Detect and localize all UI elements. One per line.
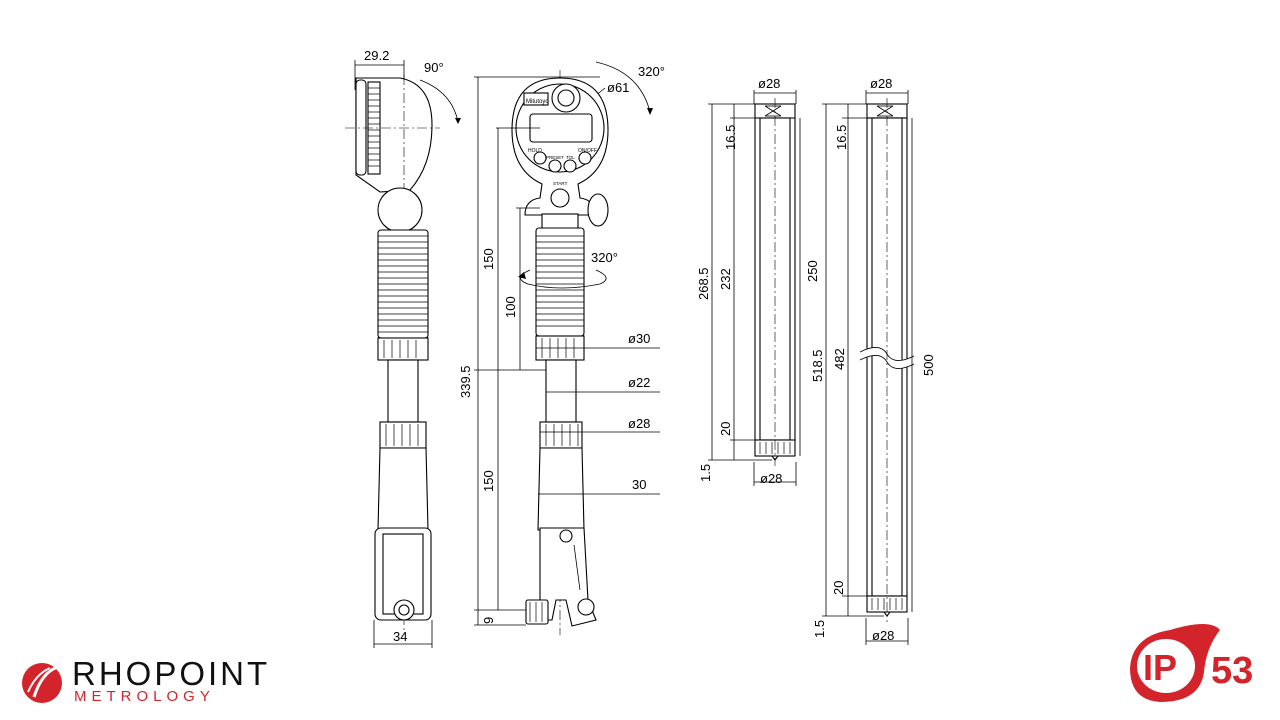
rod-short: ø28 ø28 16.5 268.5 232 250 20 1.5 bbox=[696, 76, 820, 486]
rod-short-h-inner: 232 bbox=[718, 268, 733, 290]
ip-value: 53 bbox=[1211, 650, 1253, 692]
rod-short-h-250: 250 bbox=[805, 260, 820, 282]
rod-long-d-bottom: ø28 bbox=[872, 628, 894, 643]
height-upper-label: 150 bbox=[481, 248, 496, 270]
rotation-top-label: 320° bbox=[638, 64, 665, 79]
rod-short-h-cap: 16.5 bbox=[723, 125, 738, 150]
brand-subtitle: METROLOGY bbox=[74, 688, 215, 705]
rotation-mid-label: 320° bbox=[591, 250, 618, 265]
hold-button bbox=[533, 151, 547, 165]
rod-short-d-bottom: ø28 bbox=[760, 471, 782, 486]
rod-short-h-total: 268.5 bbox=[696, 267, 711, 300]
rod-short-h-1-5: 1.5 bbox=[698, 464, 713, 482]
d28-label: ø28 bbox=[628, 416, 650, 431]
foot-label: 9 bbox=[481, 617, 496, 624]
tol-button bbox=[563, 159, 577, 173]
preset-button bbox=[548, 159, 562, 173]
front-view: 320° ø61 Mitutoyo HOLD ON/OFF PRESET TOL… bbox=[458, 61, 665, 635]
brand-name: RHOPOINT bbox=[72, 655, 270, 692]
dial-tol-label: TOL bbox=[566, 155, 575, 160]
height-lower-label: 150 bbox=[481, 470, 496, 492]
rhopoint-logo-mark bbox=[22, 663, 62, 703]
w30-label: 30 bbox=[632, 477, 646, 492]
side-width-top: 29.2 bbox=[364, 48, 389, 63]
start-button bbox=[550, 188, 570, 208]
rod-long: ø28 ø28 16.5 518.5 482 500 20 1.5 bbox=[810, 76, 936, 645]
rod-long-h-cap: 16.5 bbox=[834, 125, 849, 150]
rod-long-h-inner: 482 bbox=[832, 348, 847, 370]
d30-label: ø30 bbox=[628, 331, 650, 346]
dial-diameter-label: ø61 bbox=[607, 80, 629, 95]
dial-hold-label: HOLD bbox=[528, 148, 542, 154]
side-angle-label: 90° bbox=[424, 60, 444, 75]
ip-prefix: IP bbox=[1143, 647, 1177, 688]
side-view: 29.2 90° bbox=[345, 48, 461, 648]
side-width-bottom: 34 bbox=[393, 629, 407, 644]
d22-label: ø22 bbox=[628, 375, 650, 390]
rod-long-h-total: 518.5 bbox=[810, 349, 825, 382]
onoff-button bbox=[578, 151, 592, 165]
rod-long-h-20: 20 bbox=[831, 581, 846, 595]
dial-brand: Mitutoyo bbox=[526, 99, 549, 105]
rod-long-h-500: 500 bbox=[921, 354, 936, 376]
dial-start-label: START bbox=[553, 181, 568, 186]
side-bezel-knurl bbox=[367, 81, 381, 175]
dial-preset-label: PRESET bbox=[546, 155, 564, 160]
rod-short-d-top: ø28 bbox=[758, 76, 780, 91]
ip53-badge: IP 53 bbox=[1130, 624, 1253, 702]
rod-short-h-20: 20 bbox=[718, 422, 733, 436]
dial-onoff-label: ON/OFF bbox=[578, 148, 597, 154]
front-bellows-ribs bbox=[536, 235, 584, 327]
rod-long-h-1-5: 1.5 bbox=[812, 620, 827, 638]
rod-long-d-top: ø28 bbox=[870, 76, 892, 91]
rhopoint-logo: RHOPOINT METROLOGY bbox=[22, 655, 270, 705]
height-total-label: 339.5 bbox=[458, 365, 473, 398]
side-bellows-ribs bbox=[378, 235, 428, 333]
height-flex-label: 100 bbox=[503, 296, 518, 318]
